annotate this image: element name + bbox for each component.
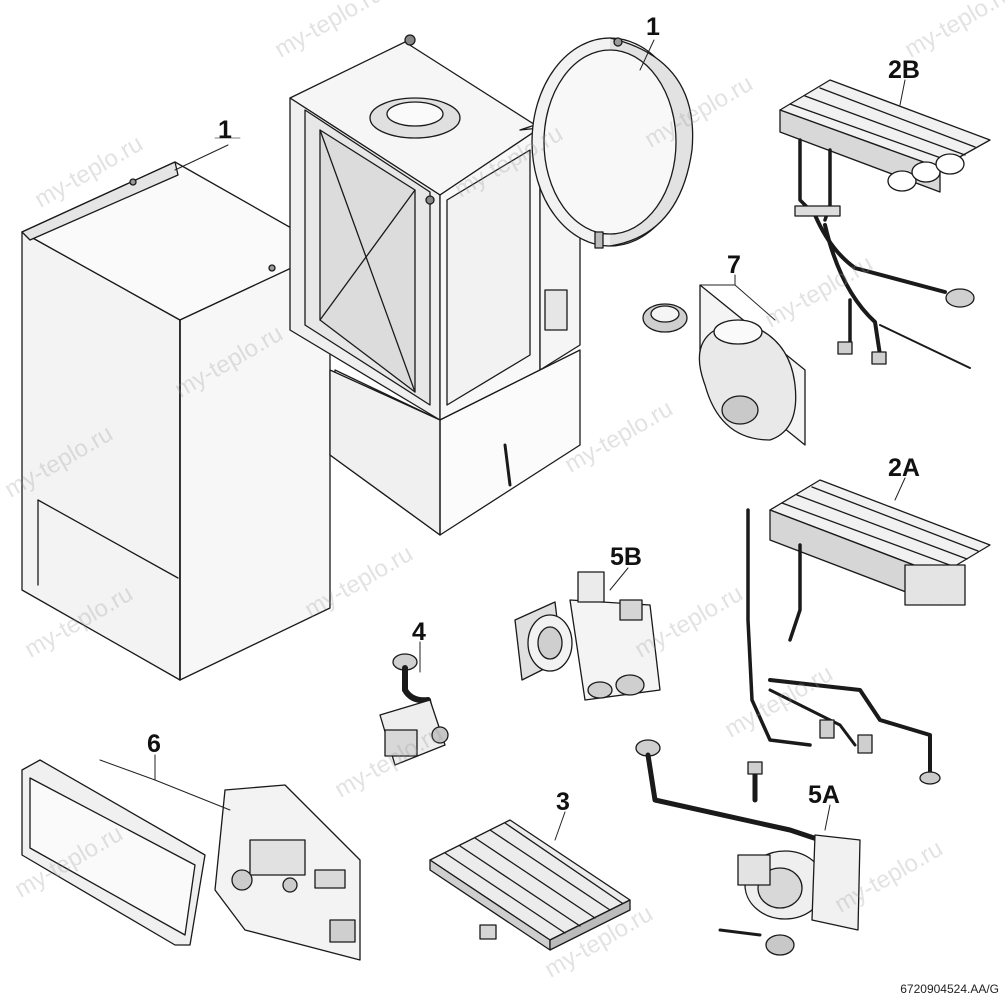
- expansion-vessel-part: [531, 37, 694, 249]
- part-label-heat-exchanger-a: 2A: [888, 454, 920, 482]
- casing-cover-part: [21, 137, 331, 681]
- document-code: 6720904524.AA/G: [900, 982, 999, 996]
- heat-exchanger-a-part: [746, 479, 991, 785]
- pump-assembly-a-part: [635, 739, 861, 956]
- heat-exchanger-b-part: [779, 79, 991, 369]
- part-label-fan: 7: [727, 251, 741, 279]
- part-label-control-unit: 6: [147, 730, 161, 758]
- gas-valve-part: [379, 653, 449, 766]
- leader-lines: [99, 39, 906, 841]
- part-label-pump-assembly-a: 5A: [808, 781, 840, 809]
- part-label-heat-exchanger-b: 2B: [888, 56, 920, 84]
- part-label-gas-valve: 4: [412, 618, 426, 646]
- hydraulic-block-b-part: [514, 571, 661, 701]
- part-label-hydraulic-block-b: 5B: [610, 543, 642, 571]
- part-label-burner: 3: [556, 788, 570, 816]
- fan-part: [642, 284, 806, 446]
- part-label-casing-cover: 1: [218, 116, 232, 144]
- control-unit-part: [21, 759, 361, 961]
- part-label-expansion-vessel: 1: [646, 13, 660, 41]
- burner-part: [429, 819, 631, 951]
- boiler-frame: [289, 34, 581, 536]
